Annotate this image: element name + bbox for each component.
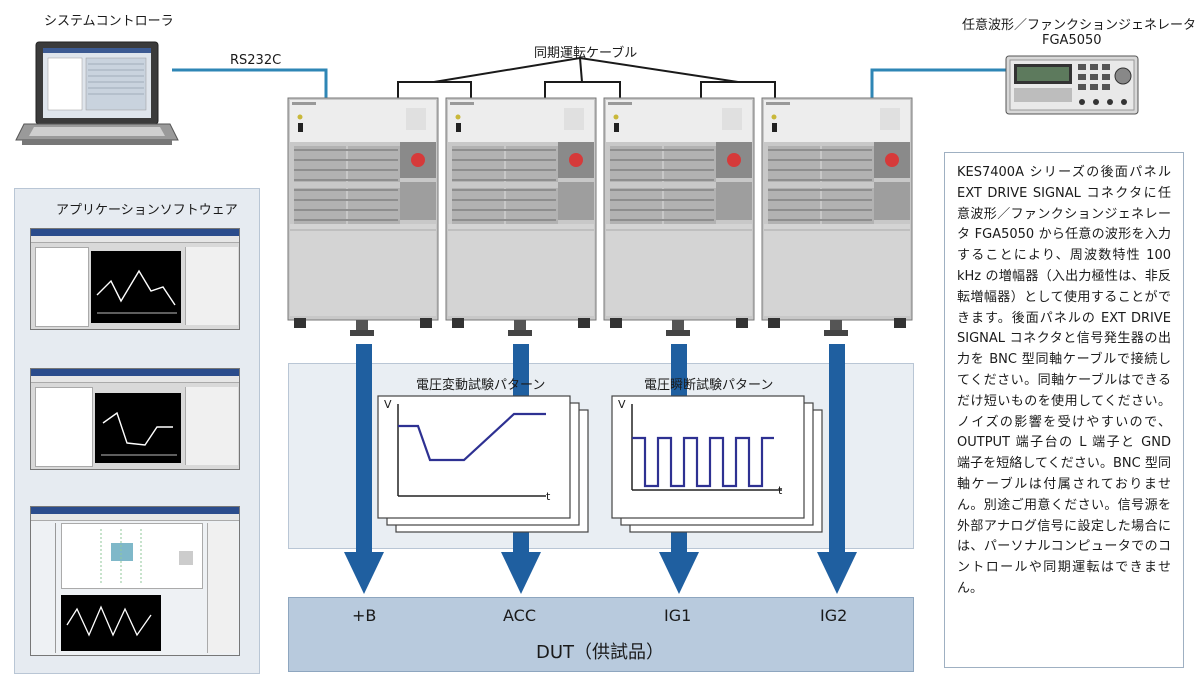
axis-v-label-1: V	[384, 398, 392, 411]
dut-input-ig1: IG1	[664, 606, 692, 625]
dut-panel	[288, 597, 914, 672]
rs232c-label: RS232C	[230, 53, 282, 68]
description-note: KES7400A シリーズの後面パネル EXT DRIVE SIGNAL コネク…	[944, 152, 1184, 668]
app-screenshot-2	[30, 368, 240, 470]
axis-v-label-2: V	[618, 398, 626, 411]
sync-cable-label: 同期運転ケーブル	[534, 46, 638, 61]
function-generator-icon	[1005, 55, 1139, 115]
voltage-dropout-label: 電圧瞬断試験パターン	[644, 378, 774, 393]
rs232c-cable	[172, 68, 328, 98]
controller-label: システムコントローラ	[44, 14, 174, 29]
axis-t-label-1: t	[546, 490, 551, 503]
fg-cable	[870, 68, 1006, 98]
power-supply-unit-2	[445, 97, 597, 336]
laptop-icon	[15, 41, 179, 145]
dut-input-acc: ACC	[503, 606, 537, 625]
power-supply-unit-4	[761, 97, 913, 336]
fg-model-label: FGA5050	[1042, 33, 1102, 48]
axis-t-label-2: t	[778, 484, 783, 497]
dut-label: DUT（供試品）	[536, 642, 665, 663]
fg-title-label: 任意波形／ファンクションジェネレータ	[962, 18, 1197, 33]
dut-input-ig2: IG2	[820, 606, 848, 625]
signal-arrow-1	[344, 344, 384, 594]
power-supply-unit-3	[603, 97, 755, 336]
sync-cable	[397, 56, 776, 98]
voltage-variation-label: 電圧変動試験パターン	[416, 378, 546, 393]
app-screenshot-1	[30, 228, 240, 330]
signal-arrow-4	[817, 344, 857, 594]
voltage-dropout-pattern	[611, 395, 823, 533]
power-supply-unit-1	[287, 97, 439, 336]
app-software-label: アプリケーションソフトウェア	[56, 203, 238, 218]
dut-input-b: +B	[352, 606, 377, 625]
voltage-variation-pattern	[377, 395, 589, 533]
app-screenshot-3	[30, 506, 240, 656]
